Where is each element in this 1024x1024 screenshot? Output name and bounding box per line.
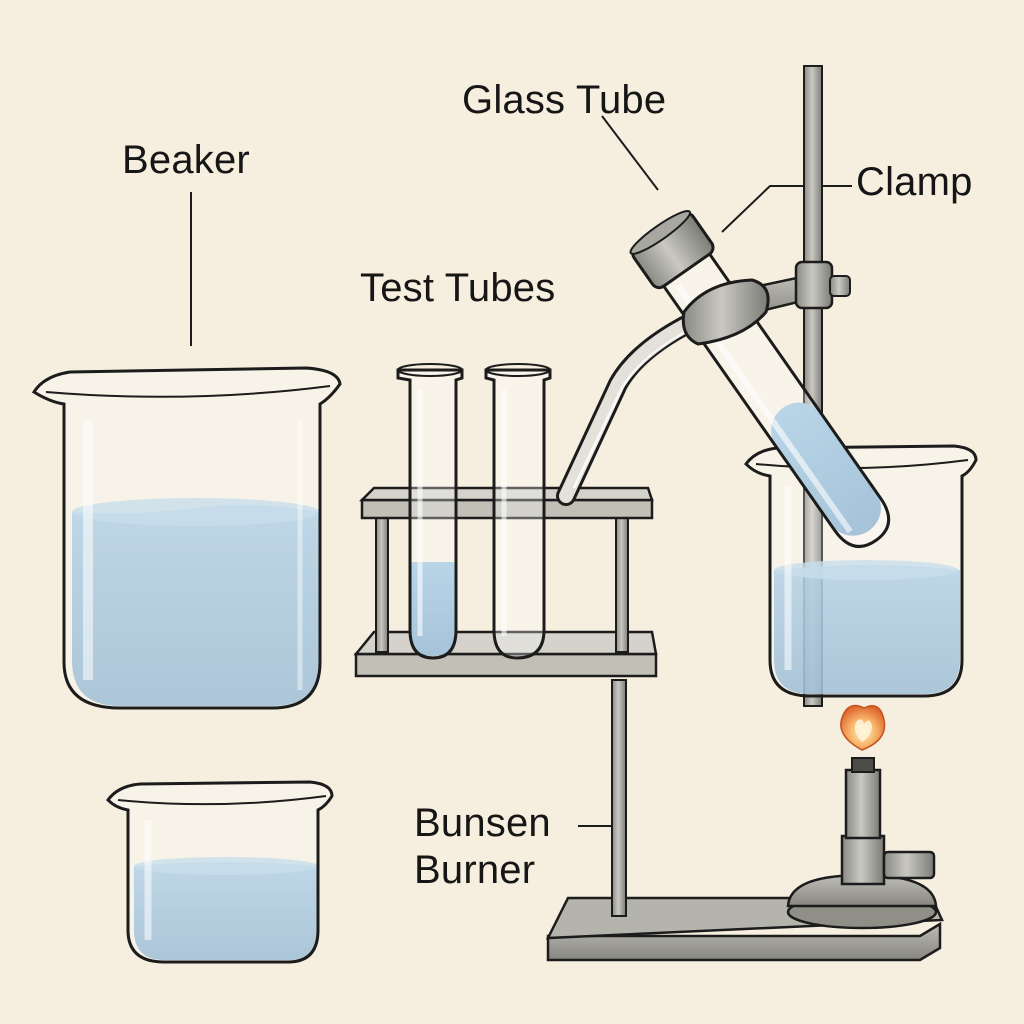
bunsen-burner-label-line1: Bunsen (414, 801, 551, 845)
test-tube-rack (353, 486, 658, 678)
right-beaker (744, 444, 978, 698)
bunsen-burner-label: Bunsen Burner (414, 800, 551, 894)
clamp-label: Clamp (856, 160, 973, 204)
small-beaker (106, 780, 334, 964)
test-tubes-label: Test Tubes (360, 266, 556, 310)
bunsen-burner-label-line2: Burner (414, 847, 536, 892)
clamp-leader-line (721, 185, 852, 233)
large-beaker (31, 366, 342, 710)
bunsen-burner (786, 757, 938, 930)
glass-tube-label: Glass Tube (462, 78, 667, 122)
test-tube-right (484, 363, 552, 660)
test-tube-left (396, 363, 464, 660)
flame (840, 704, 886, 751)
clamp (681, 260, 851, 346)
glass-delivery-tube (556, 308, 710, 506)
angled-test-tube (629, 209, 891, 548)
beaker-label: Beaker (122, 138, 250, 182)
glass-tube-leader-line (601, 115, 659, 191)
